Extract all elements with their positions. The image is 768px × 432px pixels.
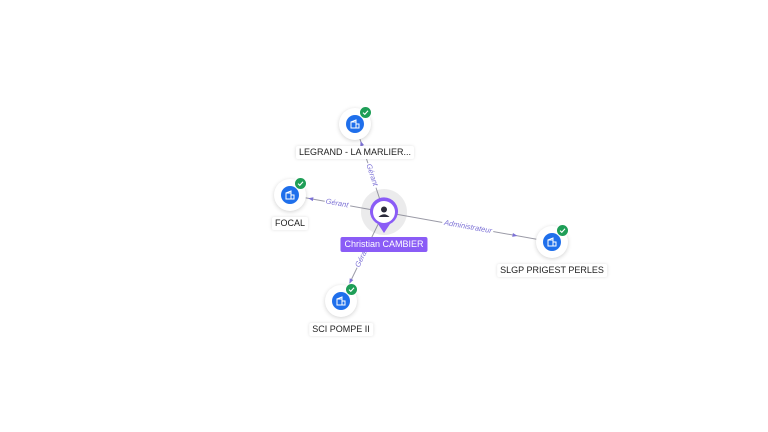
company-avatar [325, 283, 358, 317]
building-icon [547, 237, 557, 247]
verified-check-icon [294, 177, 307, 190]
person-icon [370, 197, 398, 233]
building-icon [350, 119, 360, 129]
edge-arrow-icon [308, 197, 314, 202]
company-label[interactable]: SLGP PRIGEST PERLES [497, 264, 607, 277]
edge-label-bg [324, 196, 352, 210]
edge-label-bg [441, 217, 495, 236]
person-name-label[interactable]: Christian CAMBIER [340, 237, 428, 252]
building-icon [285, 190, 295, 200]
company-label[interactable]: LEGRAND - LA MARLIER... [295, 146, 415, 159]
edge-arrow-icon [360, 140, 365, 147]
company-avatar [339, 106, 372, 140]
edge-label-legrand: Gérant [364, 163, 380, 188]
verified-check-icon [359, 106, 372, 119]
verified-check-icon [345, 283, 358, 296]
company-label[interactable]: SCI POMPE II [309, 323, 373, 336]
edge-arrow-icon [349, 278, 354, 284]
company-avatar [536, 224, 569, 258]
building-icon [336, 296, 346, 306]
edge-arrow-icon [512, 232, 518, 237]
edge-label-bg [364, 161, 381, 189]
edge-label-slgp: Administrateur [443, 218, 494, 236]
edge-label-focal: Gérant [325, 197, 350, 210]
company-label[interactable]: FOCAL [271, 217, 309, 230]
company-avatar [274, 177, 307, 211]
verified-check-icon [556, 224, 569, 237]
